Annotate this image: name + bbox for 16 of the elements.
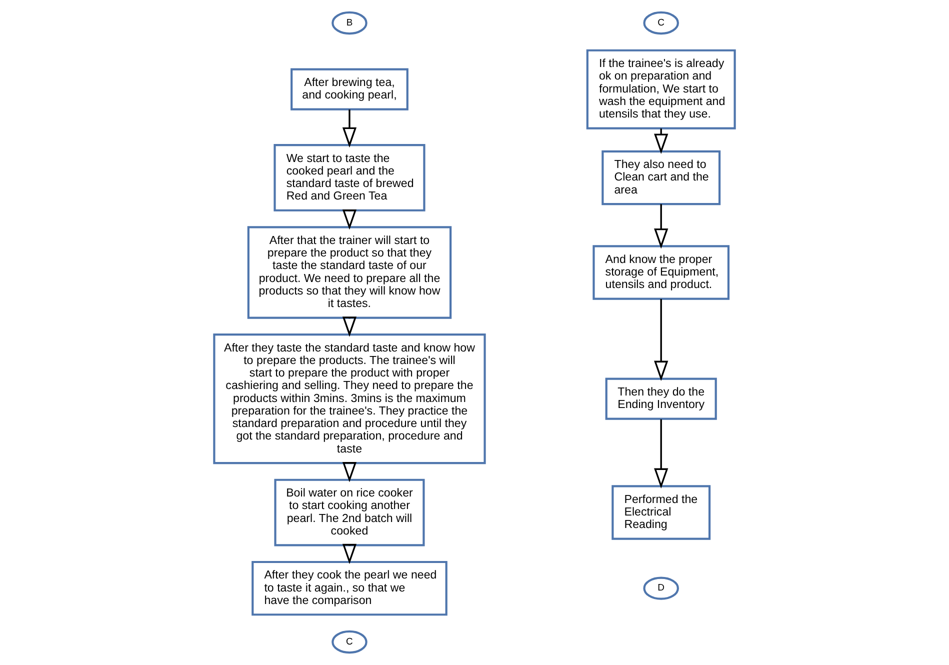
- node-box: Then they do the Ending Inventory: [605, 378, 717, 420]
- node-box: If the trainee's is already ok on preparation and formulation, We start to wash the equipment and utensils that they use.: [586, 49, 736, 130]
- node-ellipse: B: [332, 11, 368, 35]
- arrow: [654, 419, 668, 489]
- node-ellipse: C: [643, 11, 679, 35]
- node-box: They also need to Clean cart and the area: [602, 150, 721, 206]
- arrow: [342, 110, 357, 148]
- node-ellipse: D: [643, 576, 679, 600]
- arrow: [342, 544, 357, 564]
- node-box: After brewing tea, and cooking pearl,: [290, 68, 408, 110]
- node-ellipse: C: [332, 630, 368, 654]
- node-box: After they cook the pearl we need to taste it again., so that we have the comparison: [252, 560, 448, 616]
- arrow: [654, 204, 668, 249]
- node-box: And know the proper storage of Equipment, utensils and product.: [592, 245, 730, 300]
- node-box: Performed the Electrical Reading: [612, 485, 711, 540]
- arrow: [654, 298, 668, 381]
